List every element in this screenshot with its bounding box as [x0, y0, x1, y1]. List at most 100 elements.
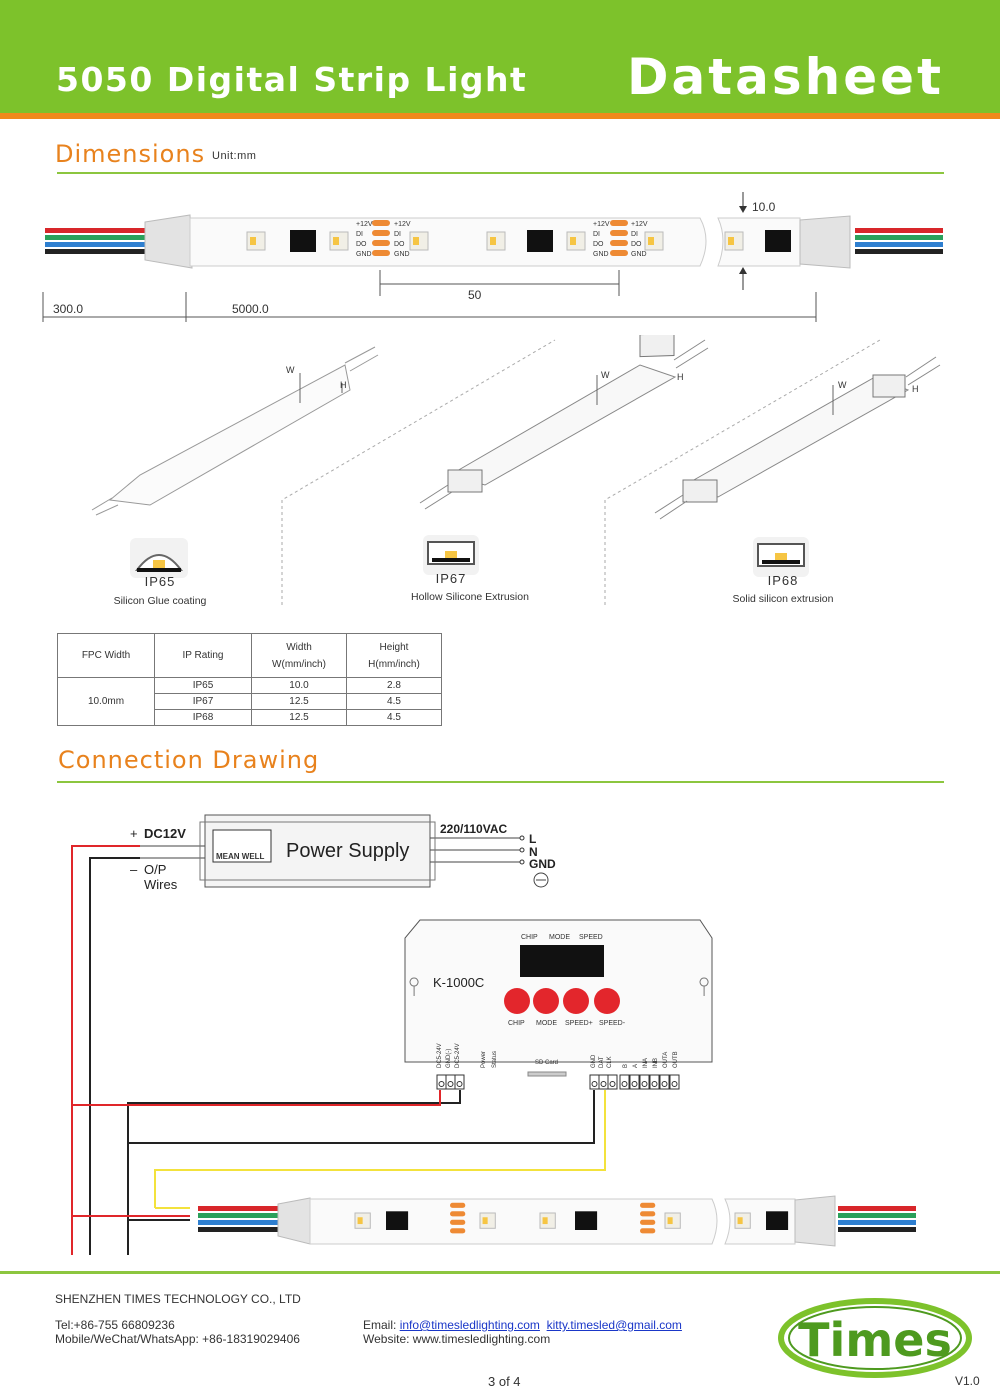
ip65-rating: IP65	[144, 574, 176, 589]
footer-email: Email: info@timesledlighting.com kitty.t…	[363, 1318, 682, 1332]
psu-label: Power Supply	[286, 840, 410, 862]
footer-rule	[0, 1271, 1000, 1274]
ip68-rating: IP68	[767, 573, 799, 588]
version-label: V1.0	[955, 1374, 980, 1388]
table-cell: IP67	[154, 693, 252, 710]
ip67-h-label: H	[677, 372, 684, 382]
controller-terminal-label: DAT	[599, 1056, 605, 1068]
table-cell: 12.5	[251, 709, 347, 726]
ip67-strip-drawing	[419, 335, 709, 510]
th-width-l2: W(mm/inch)	[272, 658, 326, 670]
dim-300-label: 300.0	[53, 302, 84, 316]
controller-terminal-label: B	[623, 1063, 629, 1068]
email-link-info[interactable]: info@timesledlighting.com	[399, 1318, 540, 1332]
controller-top-label: SPEED	[579, 934, 603, 941]
controller-button-label: SPEED+	[565, 1020, 593, 1027]
ip68-w-label: W	[838, 380, 847, 390]
th-fpc-width: FPC Width	[57, 633, 155, 678]
controller-status-label: Status	[492, 1050, 498, 1068]
connection-diagram	[71, 814, 916, 1255]
solder-pad	[372, 220, 390, 226]
page-number: 3 of 4	[488, 1374, 521, 1389]
controller-model: K-1000C	[433, 975, 485, 990]
page-title: 5050 Digital Strip Light	[56, 60, 528, 99]
controller-terminal-label: DC5-24V	[455, 1043, 461, 1068]
header-band	[0, 0, 1000, 113]
controller-terminal-label: INB	[653, 1057, 659, 1068]
pad-label: DI	[356, 231, 363, 238]
ic-chip	[290, 230, 316, 252]
controller-top-label: MODE	[549, 934, 570, 941]
led-chip	[539, 1212, 556, 1229]
fpc-width-value: 10.0mm	[57, 677, 155, 726]
controller-terminal-label: OUTA	[663, 1051, 669, 1068]
solder-pad	[640, 1202, 656, 1208]
controller-terminal-label: CLK	[607, 1056, 613, 1068]
footer-website: Website: www.timesledlighting.com	[363, 1332, 551, 1346]
ip68-desc: Solid silicon extrusion	[732, 593, 834, 605]
ic-chip	[575, 1211, 598, 1230]
left-wire-bundle	[45, 214, 193, 269]
controller-terminal-label: OUTB	[673, 1051, 679, 1068]
ip68-strip-drawing	[654, 356, 941, 520]
solder-pad	[450, 1228, 466, 1234]
table-cell: IP68	[154, 709, 252, 726]
led-chip	[734, 1212, 751, 1229]
controller-button-label: MODE	[536, 1020, 557, 1027]
pad-label: DI	[394, 231, 401, 238]
ip65-w-label: W	[286, 365, 295, 375]
pad-label: GND	[394, 251, 410, 258]
email-link-kitty[interactable]: kitty.timesled@gmail.com	[546, 1318, 682, 1332]
ic-chip	[527, 230, 553, 252]
ac-l: L	[529, 832, 537, 846]
ic-chip	[766, 1211, 789, 1230]
dim-50-label: 50	[468, 288, 482, 302]
controller-terminal-label: GND(-)	[446, 1048, 452, 1068]
pad-label: +12V	[631, 221, 648, 228]
sd-card-label: SD Card	[535, 1060, 559, 1066]
controller-terminal-label: DC5-24V	[437, 1043, 443, 1068]
psu-brand: MEAN WELL	[216, 852, 265, 861]
solder-pad	[610, 220, 628, 226]
dim-5000-label: 5000.0	[232, 302, 269, 316]
controller-button-label: SPEED-	[599, 1020, 626, 1027]
ip65-desc: Silicon Glue coating	[113, 595, 207, 607]
pad-label: DI	[593, 231, 600, 238]
psu-wires-label: Wires	[144, 877, 178, 892]
pad-label: GND	[631, 251, 647, 258]
solder-pad	[450, 1202, 466, 1208]
pad-label: GND	[593, 251, 609, 258]
solder-pad	[372, 250, 390, 256]
controller-top-label: CHIP	[521, 934, 538, 941]
unit-label: Unit:mm	[212, 150, 257, 162]
table-cell: 4.5	[346, 693, 442, 710]
dimensions-heading: Dimensions	[55, 140, 206, 168]
ac-label: 220/110VAC	[440, 822, 508, 836]
pad-label: DO	[356, 241, 367, 248]
company-name: SHENZHEN TIMES TECHNOLOGY CO., LTD	[55, 1292, 301, 1306]
bottom-strip-drawing	[198, 1195, 916, 1247]
table-cell: 2.8	[346, 677, 442, 694]
psu-minus: –	[130, 862, 138, 877]
ip67-section-icon	[423, 535, 479, 575]
th-height-l2: H(mm/inch)	[368, 658, 420, 670]
psu-op-label: O/P	[144, 862, 167, 877]
ip68-h-label: H	[912, 384, 919, 394]
dimensions-rule	[57, 172, 944, 174]
ip68-section-icon	[753, 537, 809, 577]
solder-pad	[610, 240, 628, 246]
solder-pad	[640, 1228, 656, 1234]
strip-dimension-drawing	[42, 192, 943, 322]
controller-body	[404, 919, 713, 1077]
dim-10-label: 10.0	[752, 200, 776, 214]
pad-label: DO	[631, 241, 642, 248]
th-height-l1: Height	[379, 641, 409, 653]
ip65-strip-drawing	[91, 346, 379, 516]
controller-status-label: Power	[481, 1050, 487, 1068]
controller-terminal-label: GND	[591, 1054, 597, 1068]
pad-label: +12V	[394, 221, 411, 228]
power-supply-body	[199, 814, 436, 888]
solder-pad	[640, 1219, 656, 1225]
pad-label: +12V	[593, 221, 610, 228]
